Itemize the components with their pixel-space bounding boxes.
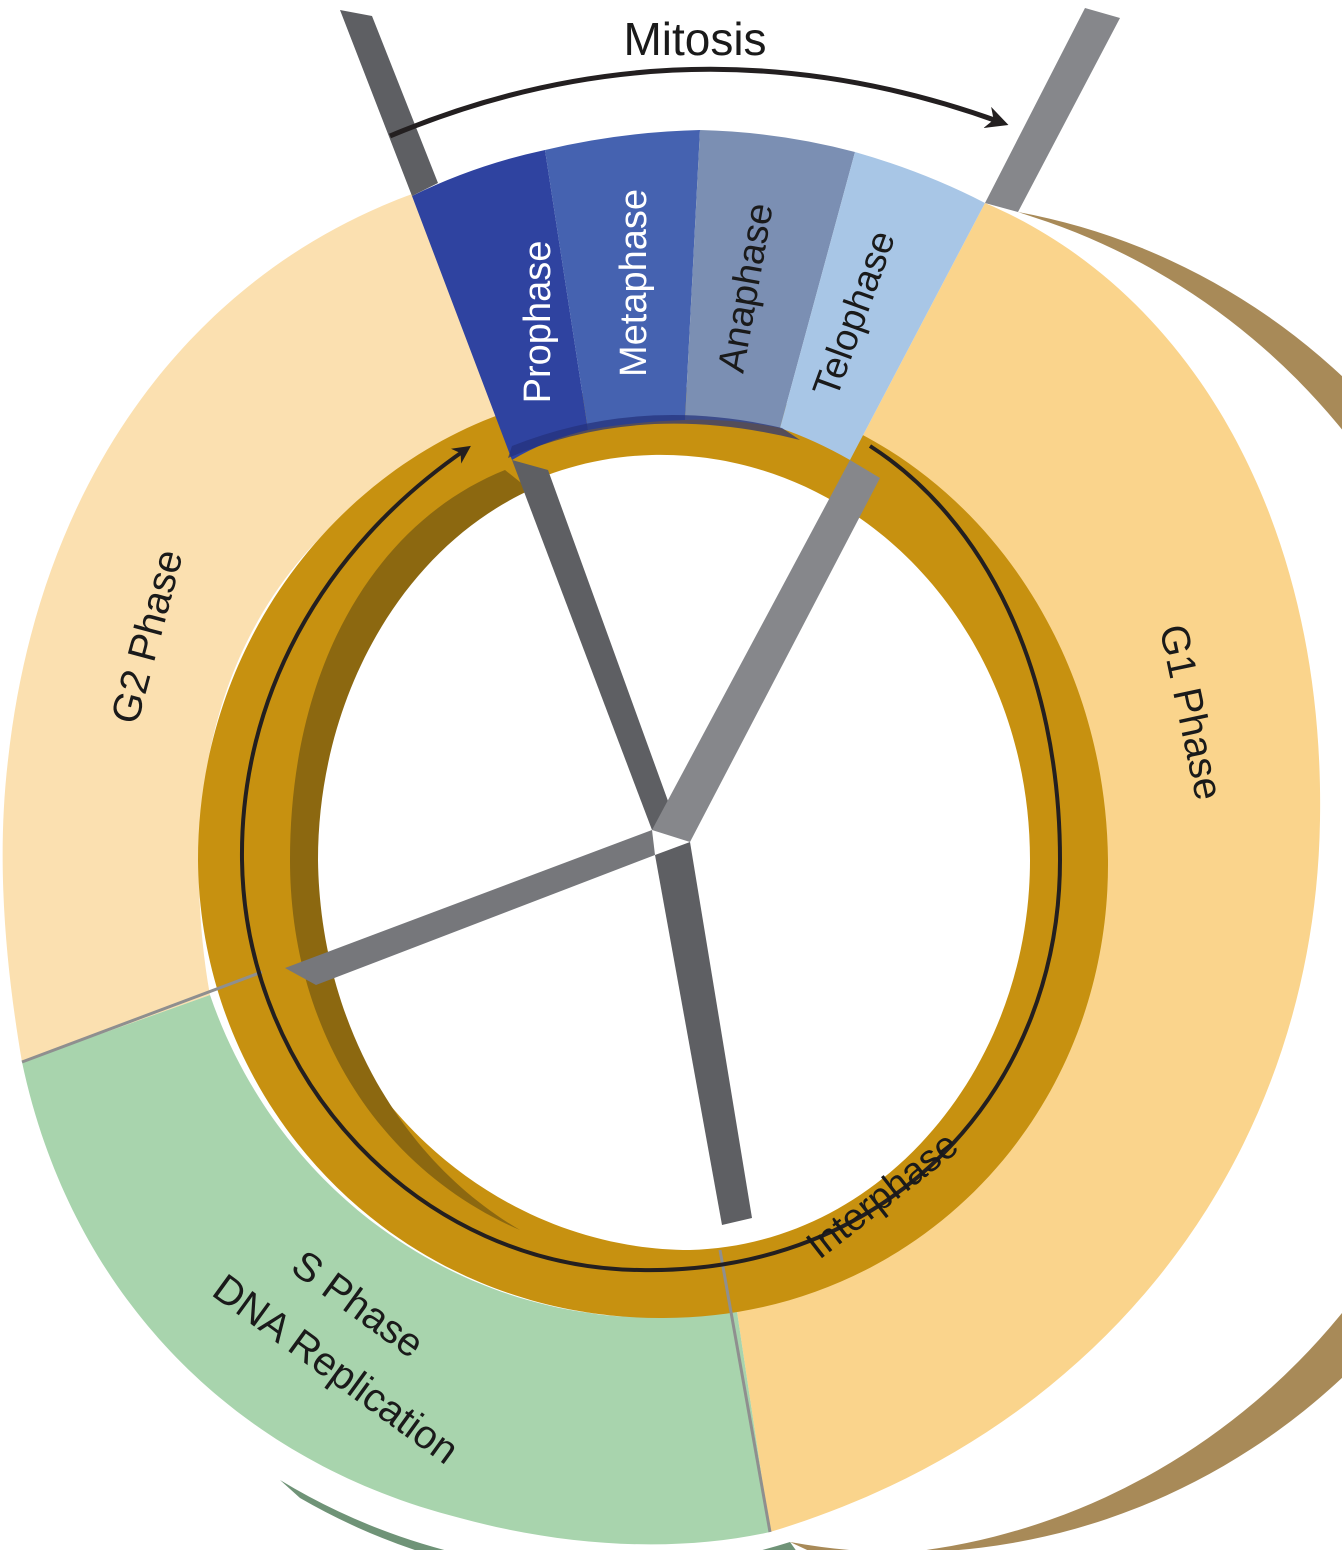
metaphase-segment bbox=[545, 130, 700, 430]
telophase-segment bbox=[780, 152, 985, 460]
metaphase-label: Metaphase bbox=[613, 189, 655, 377]
s-phase-segment bbox=[22, 995, 770, 1545]
spoke-prophase-lower bbox=[512, 460, 672, 830]
spoke-g2-s bbox=[285, 830, 655, 985]
g1-ring-edge bbox=[790, 212, 1342, 1550]
g1-phase-segment bbox=[736, 203, 1321, 1532]
mitosis-label: Mitosis bbox=[623, 13, 766, 65]
spoke-telophase-upper bbox=[985, 8, 1120, 212]
g2-phase-segment bbox=[2, 193, 501, 1062]
interphase-arrow bbox=[239, 444, 1063, 1273]
s-g1-divider bbox=[718, 1249, 772, 1533]
prophase-label: Prophase bbox=[517, 241, 559, 404]
spoke-telophase-lower bbox=[652, 460, 880, 842]
mitosis-arrow bbox=[389, 66, 1009, 139]
interphase-ring-shadow bbox=[290, 470, 530, 1230]
anaphase-segment bbox=[685, 130, 855, 428]
spoke-s-g1 bbox=[655, 842, 752, 1225]
g2-s-divider bbox=[21, 970, 263, 1064]
prophase-segment bbox=[412, 150, 588, 460]
mitosis-wedge-lip bbox=[508, 415, 800, 458]
spoke-prophase-upper bbox=[340, 10, 438, 196]
